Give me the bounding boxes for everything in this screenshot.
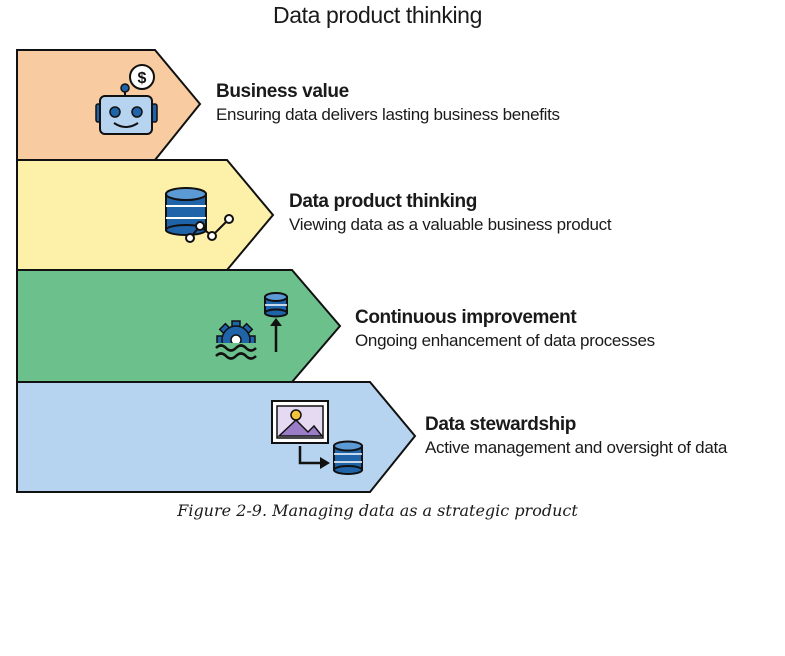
layer-4-shape (16, 381, 417, 493)
diagram-title: Data product thinking (273, 2, 482, 28)
layer-4-heading: Data stewardship (425, 414, 576, 435)
gear-database-icon (214, 292, 288, 361)
layer-2-shape (16, 159, 275, 271)
layer-1-description: Ensuring data delivers lasting business … (216, 105, 560, 124)
database-chart-icon (165, 187, 234, 243)
layer-3-heading: Continuous improvement (355, 307, 577, 328)
figure-caption: Figure 2-9. Managing data as a strategic… (177, 501, 578, 520)
layer-arrows: $ (16, 49, 417, 493)
layer-4-description: Active management and oversight of data (425, 438, 728, 457)
layer-1-heading: Business value (216, 81, 349, 102)
layer-2-label: Data product thinking Viewing data as a … (289, 190, 612, 236)
layer-4-label: Data stewardship Active management and o… (425, 413, 727, 459)
layer-2-description: Viewing data as a valuable business prod… (289, 215, 612, 234)
svg-text:$: $ (138, 70, 147, 87)
layer-1-label: Business value Ensuring data delivers la… (216, 80, 560, 126)
layer-3-label: Continuous improvement Ongoing enhanceme… (355, 306, 655, 352)
image-to-database-icon (271, 400, 363, 475)
layer-3-shape (16, 269, 342, 383)
layer-2-heading: Data product thinking (289, 191, 477, 212)
robot-dollar-icon: $ (95, 64, 158, 135)
layer-3-description: Ongoing enhancement of data processes (355, 331, 655, 350)
